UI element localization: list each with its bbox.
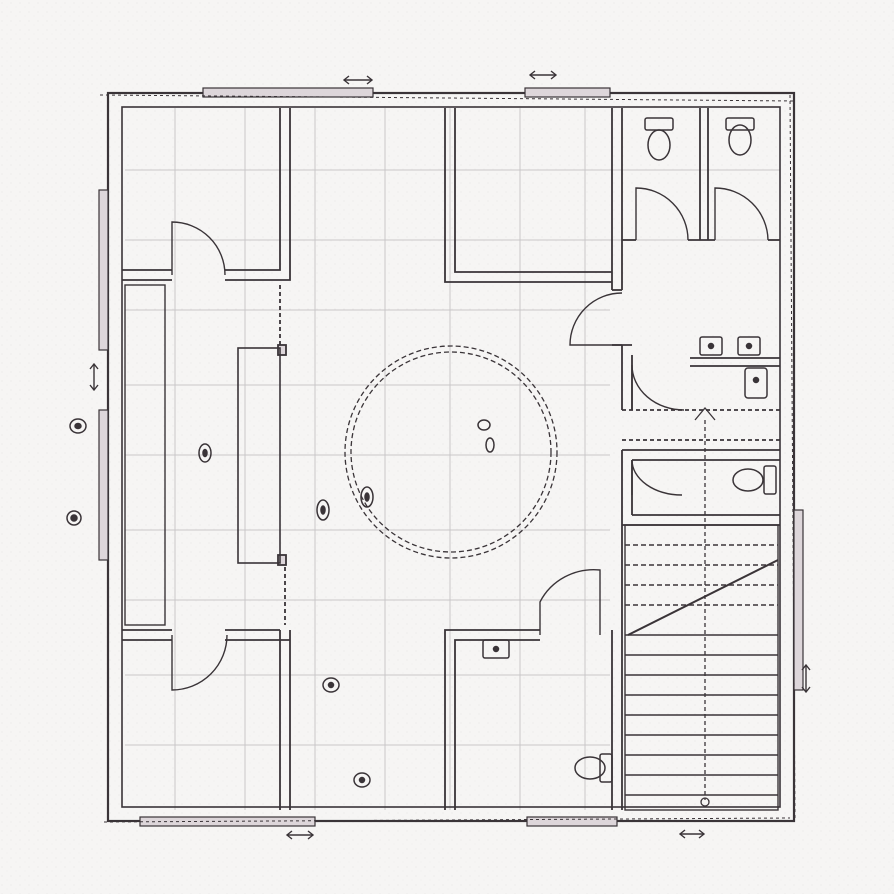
door-swing-icon [539,568,601,635]
person-icon [322,677,340,693]
double-arrow-icon [342,75,374,85]
door-swing-icon [631,459,683,496]
person-icon [360,486,374,508]
outer-walls [98,87,804,827]
circular-dashed-zone [344,345,558,559]
double-arrow-icon [801,663,811,694]
stair-arrow-icon [694,406,716,807]
sink-2 [737,336,761,356]
person-icon [198,443,212,463]
door-swings-wc [569,187,769,496]
toilet-3 [732,465,777,495]
person-icon [66,510,82,526]
door-swing-icon [171,221,226,276]
door-swings-west [171,221,228,691]
person-icon [353,772,371,788]
person-icon [477,419,495,453]
double-arrow-icon [678,829,706,839]
double-arrow-icons [89,70,811,840]
person-icon [69,418,87,434]
person-icon [316,499,330,521]
sinks [482,336,768,659]
double-arrow-icon [528,70,558,80]
door-swing-icon [714,187,769,241]
toilet-1 [644,117,674,161]
double-arrow-icon [89,362,99,392]
north-center-room [444,108,623,291]
door-swing-icon [631,364,685,411]
double-arrow-icon [285,830,315,840]
west-rooms [122,108,291,810]
table [237,347,281,564]
sink-3 [744,367,768,399]
toilet-2 [725,117,755,156]
door-swing-icon [171,634,228,691]
wc-block [612,108,780,640]
sink-1 [699,336,723,356]
south-center-room [444,568,623,810]
toilets [574,117,777,783]
door-swing-icon [635,187,689,241]
person-icons [66,418,495,788]
door-swing-icon [569,292,623,346]
staircase [624,524,779,811]
floor-grid [125,108,780,810]
